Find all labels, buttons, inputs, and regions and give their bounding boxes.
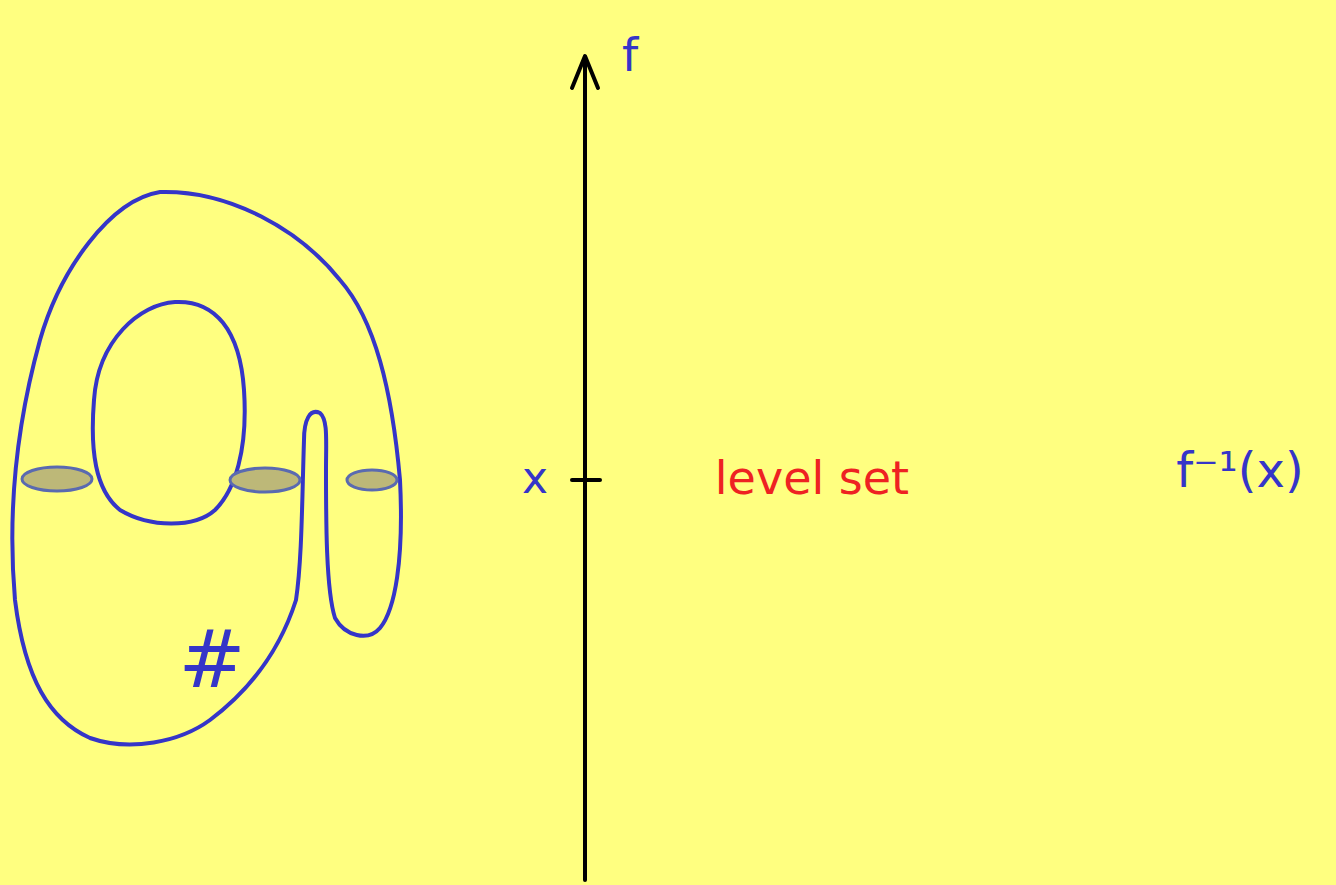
preimage-label: f⁻¹(x): [1176, 446, 1303, 494]
level-set-label: level set: [715, 455, 909, 501]
axis-line: [583, 58, 587, 880]
level-set-circle: [347, 470, 397, 490]
axis-label: f: [622, 32, 638, 78]
level-set-circle: [230, 468, 300, 492]
axis-arrowhead: [572, 56, 598, 88]
tick-label: x: [522, 456, 548, 500]
level-set-circle: [22, 467, 92, 491]
axis-tick: [572, 478, 600, 482]
surface-hole: [93, 302, 245, 524]
surface-outline: [12, 192, 401, 745]
connected-sum-symbol: #: [178, 620, 245, 700]
